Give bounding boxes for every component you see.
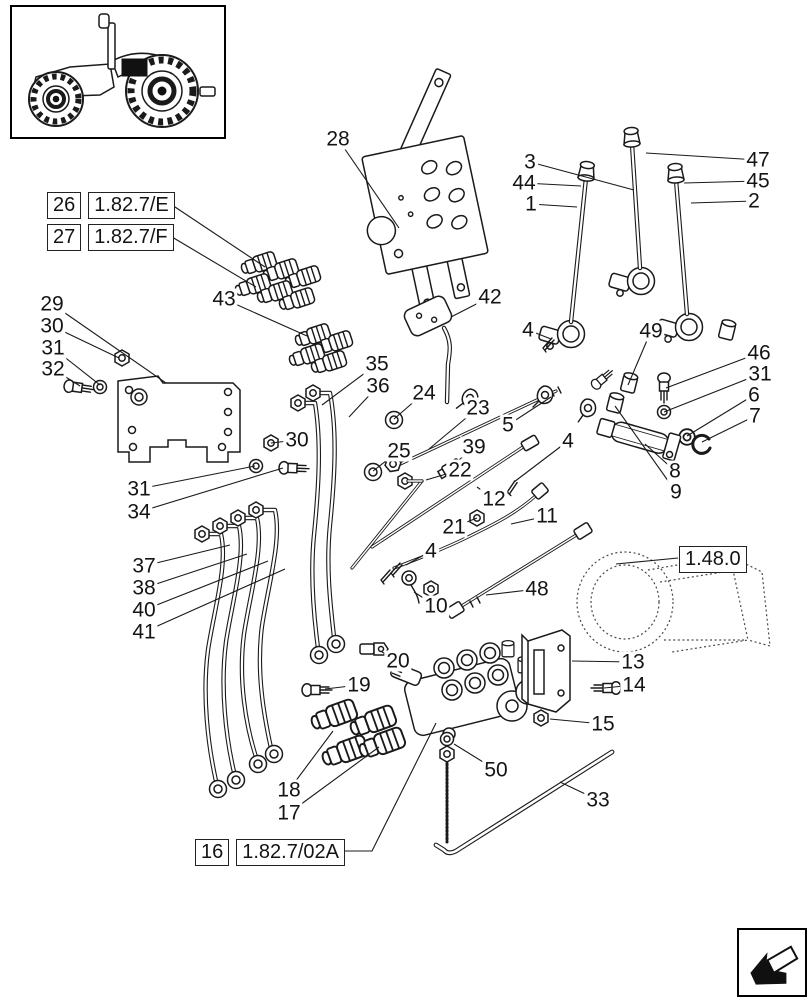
part-callout-42: 42 xyxy=(476,285,504,309)
control-valve xyxy=(390,640,541,741)
part-callout-31: 31 xyxy=(125,477,153,501)
part-callout-11: 11 xyxy=(534,504,560,528)
ref-16-number: 16 xyxy=(195,839,230,866)
part-callout-23: 23 xyxy=(464,396,492,420)
part-callout-30: 30 xyxy=(38,314,66,338)
valve-mount-plate xyxy=(521,629,622,727)
ref-27-code-link[interactable]: 1.82.7/F xyxy=(88,224,174,251)
part-callout-15: 15 xyxy=(589,712,617,736)
page-corner-marker xyxy=(737,928,807,997)
part-callout-12: 12 xyxy=(480,487,508,511)
part-callout-47: 47 xyxy=(744,148,772,172)
part-callout-14: 14 xyxy=(620,673,648,697)
valve-part-8 xyxy=(596,417,682,462)
part-callout-4: 4 xyxy=(560,429,576,453)
part-callout-5: 5 xyxy=(500,413,516,437)
part-callout-32: 32 xyxy=(39,357,67,381)
ref-26-number: 26 xyxy=(47,192,82,219)
part-callout-3: 3 xyxy=(522,150,538,174)
ref-27-row: 27 1.82.7/F xyxy=(47,224,174,251)
part-callout-31: 31 xyxy=(746,362,774,386)
part-callout-39: 39 xyxy=(460,435,488,459)
ref-16-row: 16 1.82.7/02A xyxy=(195,839,345,866)
part-callout-13: 13 xyxy=(619,650,647,674)
part-callout-40: 40 xyxy=(130,598,158,622)
part-callout-18: 18 xyxy=(275,778,303,802)
coupler-cluster-43 xyxy=(286,322,355,377)
part-callout-29: 29 xyxy=(38,292,66,316)
control-levers xyxy=(537,126,704,350)
part-callout-24: 24 xyxy=(410,381,438,405)
part-callout-10: 10 xyxy=(422,594,450,618)
location-marker xyxy=(121,58,148,77)
part-callout-49: 49 xyxy=(637,319,665,343)
part-callout-28: 28 xyxy=(324,127,352,151)
reference-leaders xyxy=(171,204,679,852)
part-callout-17: 17 xyxy=(275,801,303,825)
part-callout-37: 37 xyxy=(130,554,158,578)
part-callout-30: 30 xyxy=(283,428,311,452)
part-callout-4: 4 xyxy=(520,318,536,342)
part-callout-46: 46 xyxy=(745,341,773,365)
part-callout-41: 41 xyxy=(130,620,158,644)
part-callout-31: 31 xyxy=(39,336,67,360)
part-callout-6: 6 xyxy=(746,383,762,407)
ref-26-code-link[interactable]: 1.82.7/E xyxy=(88,192,175,219)
part-callout-1: 1 xyxy=(523,192,539,216)
small-hardware xyxy=(301,317,738,697)
part-callout-25: 25 xyxy=(385,439,413,463)
part-callout-35: 35 xyxy=(363,352,391,376)
part-callout-7: 7 xyxy=(747,404,763,428)
lever-support-plate xyxy=(361,68,489,315)
ref-27-number: 27 xyxy=(47,224,82,251)
ref-1480-code-link[interactable]: 1.48.0 xyxy=(679,546,747,573)
bracket-tube-42 xyxy=(403,295,453,402)
part-callout-43: 43 xyxy=(210,287,238,311)
ref-1480-row: 1.48.0 xyxy=(679,546,747,573)
mounting-bracket xyxy=(117,375,241,463)
coupler-cluster-lower xyxy=(307,697,408,771)
tractor-thumbnail-box xyxy=(10,5,226,139)
part-callout-8: 8 xyxy=(667,459,683,483)
tractor-side-view-icon xyxy=(28,13,216,128)
part-callout-20: 20 xyxy=(384,649,412,673)
part-callout-19: 19 xyxy=(345,673,373,697)
part-callout-36: 36 xyxy=(364,374,392,398)
part-callout-44: 44 xyxy=(510,171,538,195)
part-callout-4: 4 xyxy=(423,539,439,563)
part-callout-48: 48 xyxy=(523,577,551,601)
part-callout-22: 22 xyxy=(446,458,474,482)
part-callout-45: 45 xyxy=(744,169,772,193)
part-callout-50: 50 xyxy=(482,758,510,782)
drain-pipe xyxy=(436,731,612,853)
part-callout-38: 38 xyxy=(130,576,158,600)
page-corner-arrow-icon xyxy=(750,944,799,985)
ref-26-row: 26 1.82.7/E xyxy=(47,192,175,219)
part-callout-21: 21 xyxy=(440,515,468,539)
part-callout-2: 2 xyxy=(746,189,762,213)
part-callout-33: 33 xyxy=(584,788,612,812)
part-callout-34: 34 xyxy=(125,500,153,524)
ref-16-code-link[interactable]: 1.82.7/02A xyxy=(236,839,345,866)
part-callout-9: 9 xyxy=(668,480,684,504)
front-wheel xyxy=(28,71,84,127)
